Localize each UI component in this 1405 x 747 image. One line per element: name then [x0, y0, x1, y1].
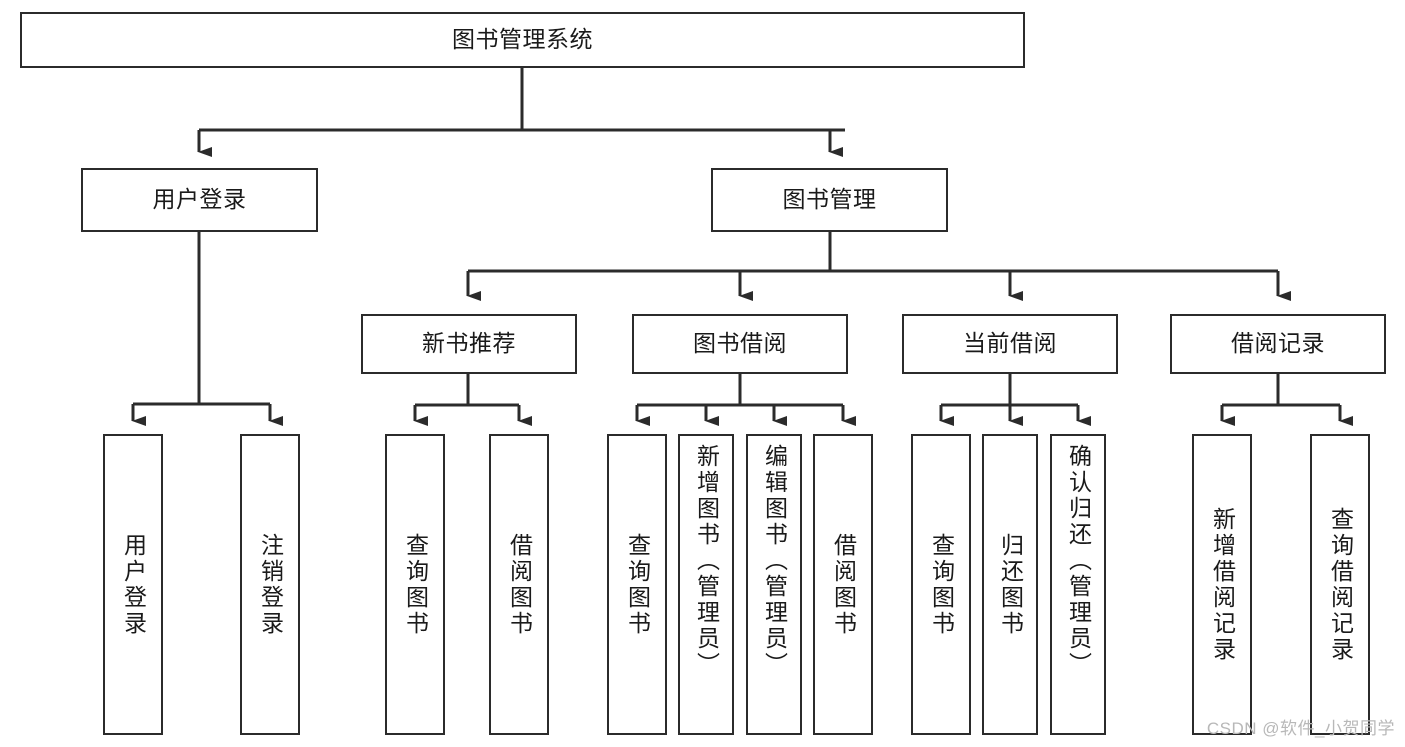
- leaf-query-book-2-label: 查询图书: [624, 532, 651, 637]
- node-borrow-record[interactable]: 借阅记录: [1170, 314, 1386, 374]
- leaf-logout[interactable]: 注销登录: [240, 434, 300, 735]
- leaf-edit-book[interactable]: 编辑图书（管理员）: [746, 434, 802, 735]
- leaf-return-book[interactable]: 归还图书: [982, 434, 1038, 735]
- leaf-return-book-label: 归还图书: [997, 532, 1024, 637]
- leaf-query-book-1-label: 查询图书: [402, 532, 429, 637]
- node-root-label: 图书管理系统: [452, 26, 593, 53]
- leaf-user-login[interactable]: 用户登录: [103, 434, 163, 735]
- leaf-query-record[interactable]: 查询借阅记录: [1310, 434, 1370, 735]
- node-borrow-record-label: 借阅记录: [1231, 330, 1325, 357]
- leaf-add-book[interactable]: 新增图书（管理员）: [678, 434, 734, 735]
- node-user-login-label: 用户登录: [152, 186, 247, 213]
- leaf-confirm-return-label: 确认归还（管理员）: [1065, 444, 1092, 678]
- leaf-add-record-label: 新增借阅记录: [1209, 506, 1236, 663]
- node-current-borrow[interactable]: 当前借阅: [902, 314, 1118, 374]
- node-root[interactable]: 图书管理系统: [20, 12, 1025, 68]
- leaf-borrow-book-1[interactable]: 借阅图书: [489, 434, 549, 735]
- node-new-book-rec-label: 新书推荐: [422, 330, 516, 357]
- node-new-book-rec[interactable]: 新书推荐: [361, 314, 577, 374]
- leaf-query-record-label: 查询借阅记录: [1327, 506, 1354, 663]
- leaf-query-book-2[interactable]: 查询图书: [607, 434, 667, 735]
- node-user-login[interactable]: 用户登录: [81, 168, 318, 232]
- leaf-logout-label: 注销登录: [257, 532, 284, 637]
- leaf-borrow-book-2[interactable]: 借阅图书: [813, 434, 873, 735]
- leaf-add-book-label: 新增图书（管理员）: [693, 444, 720, 678]
- watermark: CSDN @软件_小贺同学: [1206, 719, 1395, 738]
- leaf-borrow-book-1-label: 借阅图书: [506, 532, 533, 637]
- leaf-borrow-book-2-label: 借阅图书: [830, 532, 857, 637]
- node-book-manage[interactable]: 图书管理: [711, 168, 948, 232]
- node-book-borrow-label: 图书借阅: [693, 330, 787, 357]
- leaf-edit-book-label: 编辑图书（管理员）: [761, 444, 788, 678]
- leaf-confirm-return[interactable]: 确认归还（管理员）: [1050, 434, 1106, 735]
- node-current-borrow-label: 当前借阅: [963, 330, 1057, 357]
- leaf-query-book-3[interactable]: 查询图书: [911, 434, 971, 735]
- leaf-query-book-3-label: 查询图书: [928, 532, 955, 637]
- leaf-user-login-label: 用户登录: [120, 532, 147, 637]
- node-book-manage-label: 图书管理: [782, 186, 877, 213]
- node-book-borrow[interactable]: 图书借阅: [632, 314, 848, 374]
- leaf-query-book-1[interactable]: 查询图书: [385, 434, 445, 735]
- leaf-add-record[interactable]: 新增借阅记录: [1192, 434, 1252, 735]
